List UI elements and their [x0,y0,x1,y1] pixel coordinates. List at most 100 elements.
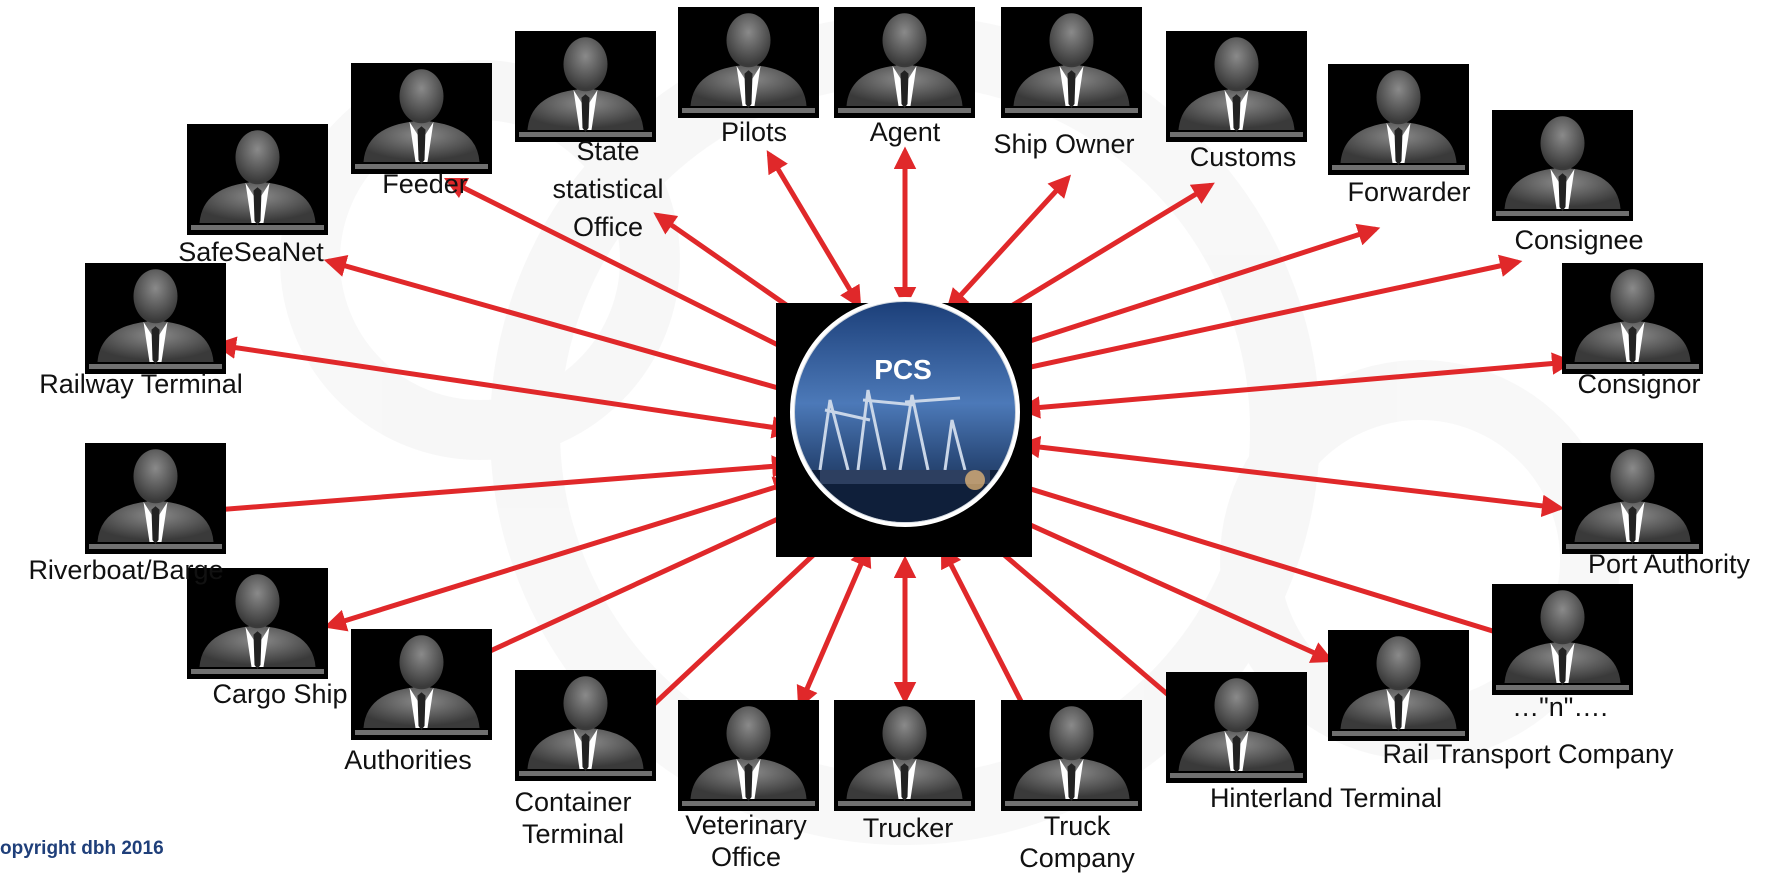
participant-node-feeder[interactable]: Feeder [351,63,492,199]
person-head-icon [399,69,444,124]
participant-node-pilots[interactable]: Pilots [678,7,819,147]
arrow-ship-owner [945,174,1072,312]
participant-label-agent: Agent [870,117,941,147]
participant-node-authorities[interactable]: Authorities [344,629,492,775]
arrow-consignor [1017,352,1575,419]
participant-node-n[interactable]: …"n"…. [1492,584,1633,722]
participant-label-line: Veterinary [685,810,807,840]
floor-highlight [1170,773,1303,778]
arrow-veterinary-office [796,543,872,710]
participant-label-line: Agent [870,117,941,147]
tie-icon [744,70,753,108]
participant-label-customs: Customs [1190,142,1297,172]
participant-label-trucker: Trucker [863,813,954,843]
person-head-icon [882,706,927,761]
participant-label-consignee: Consignee [1514,225,1643,255]
participant-node-rail-transport-company[interactable]: Rail Transport Company [1328,630,1674,769]
tie-icon [900,70,909,108]
participant-node-port-authority[interactable]: Port Authority [1562,443,1751,579]
participant-label-line: Trucker [863,813,954,843]
floor-highlight [1566,544,1699,549]
participant-label-ship-owner: Ship Owner [993,129,1134,159]
participant-node-safeseanet[interactable]: SafeSeaNet [178,124,328,267]
participant-label-cargo-ship: Cargo Ship [212,679,347,709]
floor-highlight [1170,132,1303,137]
participant-node-trucker[interactable]: Trucker [834,700,975,843]
person-head-icon [133,449,178,504]
participant-label-line: Port Authority [1588,549,1751,579]
person-head-icon [235,574,280,629]
floor-highlight [191,669,324,674]
participant-label-line: Customs [1190,142,1297,172]
participant-label-line: Consignee [1514,225,1643,255]
person-head-icon [1376,70,1421,125]
participant-node-hinterland-terminal[interactable]: Hinterland Terminal [1166,672,1442,813]
participant-label-railway-terminal: Railway Terminal [39,369,243,399]
participant-node-riverboat-barge[interactable]: Riverboat/Barge [28,443,226,585]
arrow-pilots [766,150,862,309]
tie-icon [581,94,590,132]
participant-node-forwarder[interactable]: Forwarder [1328,64,1471,207]
participant-label-consignor: Consignor [1577,369,1700,399]
participant-label-line: Office [573,212,643,242]
person-head-icon [1610,449,1655,504]
tie-icon [1067,763,1076,801]
participant-node-consignee[interactable]: Consignee [1492,110,1644,255]
floor-highlight [89,364,222,369]
person-head-icon [133,269,178,324]
participant-label-port-authority: Port Authority [1588,549,1751,579]
participant-label-line: Authorities [344,745,472,775]
person-head-icon [399,635,444,690]
person-head-icon [1540,116,1585,171]
participant-node-agent[interactable]: Agent [834,7,975,147]
floor-highlight [355,164,488,169]
participant-label-line: Forwarder [1347,177,1470,207]
participant-nodes: Pilots Agent Ship Owner CustomsForwarderCon… [28,7,1751,873]
participant-node-customs[interactable]: Customs [1166,31,1307,172]
participant-label-line: statistical [552,174,663,204]
participant-node-consignor[interactable]: Consignor [1562,263,1703,399]
person-head-icon [1376,636,1421,691]
tie-icon [417,126,426,164]
participant-label-line: Pilots [721,117,787,147]
person-head-icon [1610,269,1655,324]
participant-node-cargo-ship[interactable]: Cargo Ship [187,568,348,709]
pcs-label: PCS [874,354,932,385]
floor-highlight [519,771,652,776]
person-head-icon [1214,678,1259,733]
participant-label-hinterland-terminal: Hinterland Terminal [1210,783,1442,813]
copyright-notice: opyright dbh 2016 [0,838,164,859]
floor-highlight [682,108,815,113]
participant-label-line: Feeder [382,169,468,199]
tie-icon [253,631,262,669]
floor-highlight [89,544,222,549]
floor-highlight [1496,211,1629,216]
participant-label-forwarder: Forwarder [1347,177,1470,207]
participant-node-railway-terminal[interactable]: Railway Terminal [39,263,243,399]
pcs-hub[interactable]: PCS [776,297,1032,557]
person-head-icon [235,130,280,185]
tie-icon [1628,326,1637,364]
participant-label-line: State [576,136,639,166]
floor-highlight [519,132,652,137]
floor-highlight [191,225,324,230]
participant-label-safeseanet: SafeSeaNet [178,237,324,267]
participant-label-line: Cargo Ship [212,679,347,709]
person-head-icon [1049,13,1094,68]
floor-highlight [838,108,971,113]
floor-highlight [1005,108,1138,113]
participant-label-line: Company [1019,843,1135,873]
participant-node-ship-owner[interactable]: Ship Owner [993,7,1142,159]
connection-arrows [185,146,1575,759]
person-head-icon [1540,590,1585,645]
tie-icon [151,326,160,364]
participant-label-line: Container [514,787,631,817]
floor-highlight [838,801,971,806]
floor-highlight [682,801,815,806]
